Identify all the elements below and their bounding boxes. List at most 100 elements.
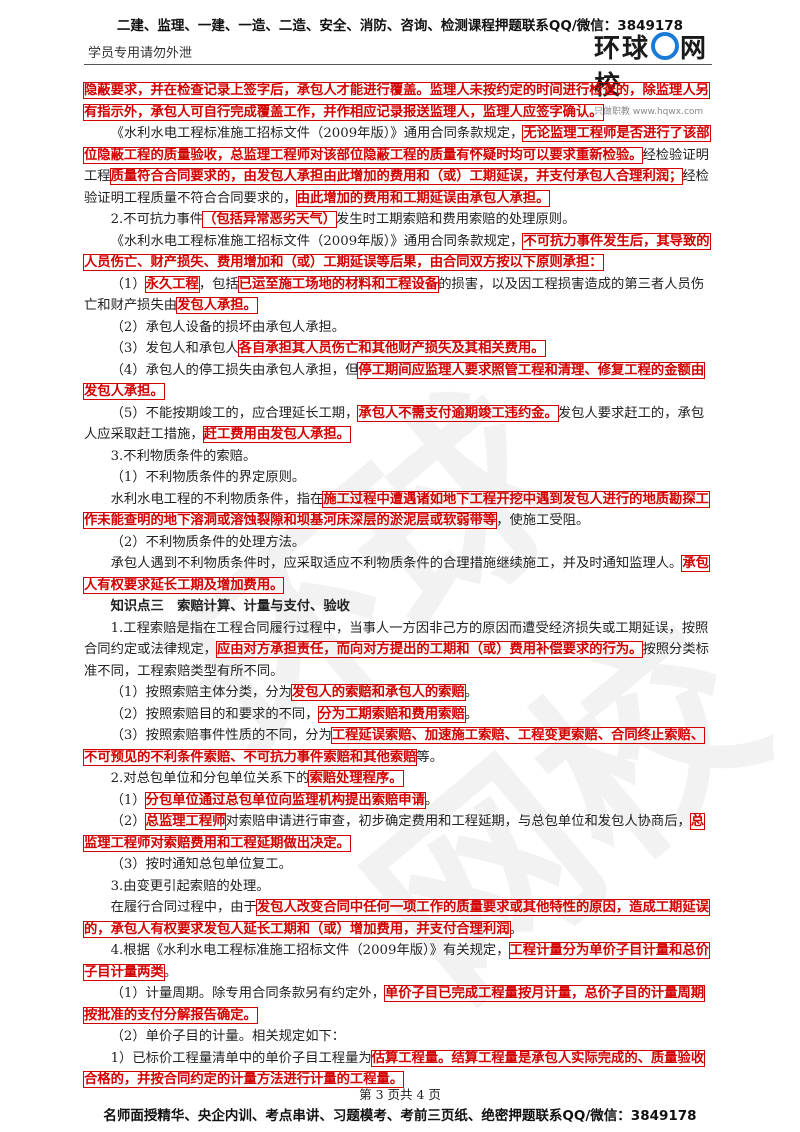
highlighted-text: 分包单位通过总包单位向监理机构提出索赔申请 bbox=[144, 791, 426, 809]
paragraph: （2）总监理工程师对索赔申请进行审查，初步确定费用和工程延期，与总包单位和发包人… bbox=[82, 811, 716, 854]
text-run: 。 bbox=[163, 964, 178, 980]
paragraph: （3）发包人和承包人各自承担其人员伤亡和其他财产损失及其相关费用。 bbox=[84, 338, 716, 360]
highlighted-text: 由此增加的费用和工期延误由承包人承担。 bbox=[295, 189, 551, 207]
highlighted-text: 工程计量分为单价子目计量和总价子目计量两类 bbox=[83, 942, 710, 981]
text-run: 发包人要求赶工的，承包人应采取赶工措施， bbox=[84, 405, 705, 443]
highlighted-text: 承包人不需支付逾期竣工违约金。 bbox=[357, 404, 559, 422]
paragraph: （5）不能按期竣工的，应合理延长工期，承包人不需支付逾期竣工违约金。发包人要求赶… bbox=[84, 403, 716, 446]
highlighted-text: 承包人有权要求延长工期及增加费用。 bbox=[83, 555, 710, 594]
highlighted-text: 已运至施工场地的材料和工程设备 bbox=[237, 275, 440, 293]
text-run: 知识点三 索赔计算、计量与支付、验收 bbox=[110, 599, 350, 614]
text-run: ，包括 bbox=[198, 276, 239, 292]
text-run: 《水利水电工程标准施工招标文件（2009年版）》通用合同条款规定， bbox=[110, 126, 524, 141]
paragraph: 3.由变更引起索赔的处理。 bbox=[84, 876, 716, 898]
text-run: 经检验证明工程 bbox=[84, 147, 709, 185]
footer-banner: 名师面授精华、央企内训、考点串讲、习题模考、考前三页纸、绝密押题联系QQ/微信：… bbox=[103, 1108, 697, 1124]
text-run: 对索赔申请进行审查，初步确定费用和工程延期，与总包单位和发包人协商后， bbox=[225, 814, 691, 829]
text-run: 《水利水电工程标准施工招标文件（2009年版）》通用合同条款规定， bbox=[110, 233, 524, 249]
paragraph: （1）不利物质条件的界定原则。 bbox=[84, 467, 716, 489]
text-run: （2） bbox=[110, 814, 146, 829]
paragraph: 承包人遇到不利物质条件时，应采取适应不利物质条件的合理措施继续施工，并及时通知监… bbox=[83, 553, 716, 596]
paragraph: 3.不利物质条件的索赔。 bbox=[84, 446, 716, 468]
text-run: （3）发包人和承包人 bbox=[110, 341, 239, 356]
logo-globe-icon bbox=[651, 32, 680, 60]
highlighted-text: 总监理工程师 bbox=[144, 813, 227, 830]
text-run: （2）单价子目的计量。相关规定如下： bbox=[110, 1029, 346, 1044]
text-run: （2）承包人设备的损坏由承包人承担。 bbox=[110, 319, 346, 335]
text-run: （4）承包人的停工损失由承包人承担，但 bbox=[110, 362, 359, 378]
paragraph: （2）单价子目的计量。相关规定如下： bbox=[84, 1026, 716, 1048]
text-run: ，使施工受阻。 bbox=[496, 513, 590, 528]
page-number: 第 3 页共 4 页 bbox=[359, 1087, 441, 1102]
highlighted-text: 分为工期索赔和费用索赔 bbox=[317, 705, 466, 723]
document-body: 隐蔽要求，并在检查记录上签字后，承包人才能进行覆盖。监理人未按约定的时间进行检查… bbox=[82, 80, 716, 1091]
text-run: （3）按照索赔事件性质的不同，分为 bbox=[110, 728, 332, 743]
text-run: 承包人遇到不利物质条件时，应采取适应不利物质条件的合理措施继续施工，并及时通知监… bbox=[110, 556, 683, 571]
highlighted-text: 停工期间应监理人要求照管工程和清理、修复工程的金额由发包人承担。 bbox=[82, 361, 706, 400]
text-run: （3）按时通知总包单位复工。 bbox=[110, 857, 292, 872]
text-run: （1） bbox=[110, 792, 146, 808]
section-heading: 知识点三 索赔计算、计量与支付、验收 bbox=[84, 596, 716, 618]
paragraph: 2.对总包单位和分包单位关系下的索赔处理程序。 bbox=[84, 768, 716, 790]
highlighted-text: 赶工费用由发包人承担。 bbox=[202, 426, 351, 443]
paragraph: （3）按时通知总包单位复工。 bbox=[84, 854, 716, 876]
paragraph: 在履行合同过程中，由于发包人改变合同中任何一项工作的质量要求或其他特性的原因，造… bbox=[83, 897, 716, 940]
paragraph: 《水利水电工程标准施工招标文件（2009年版）》通用合同条款规定，无论监理工程师… bbox=[83, 123, 716, 209]
highlighted-text: 施工过程中遭遇诸如地下工程开挖中遇到发包人进行的地质勘探工作未能查明的地下溶洞或… bbox=[83, 490, 710, 529]
paragraph: 水利水电工程的不利物质条件，指在施工过程中遭遇诸如地下工程开挖中遇到发包人进行的… bbox=[83, 489, 716, 532]
paragraph: 1）已标价工程量清单中的单价子目工程量为估算工程量。结算工程量是承包人实际完成的… bbox=[82, 1048, 716, 1091]
text-run: （1）计量周期。除专用合同条款另有约定外， bbox=[110, 986, 385, 1001]
highlighted-text: （包括异常恶劣天气） bbox=[202, 211, 338, 228]
highlighted-text: 无论监理工程师是否进行了该部位隐蔽工程的质量验收，总监理工程师对该部位隐蔽工程的… bbox=[83, 125, 711, 164]
text-run: （1） bbox=[110, 276, 146, 292]
paragraph: 4.根据《水利水电工程标准施工招标文件（2009年版）》有关规定，工程计量分为单… bbox=[83, 940, 716, 983]
logo-text-a: 环球 bbox=[594, 34, 651, 64]
highlighted-text: 隐蔽要求，并在检查记录上签字后，承包人才能进行覆盖。监理人未按约定的时间进行检查… bbox=[83, 82, 710, 121]
paragraph: （1）永久工程，包括已运至施工场地的材料和工程设备的损害，以及因工程损害造成的第… bbox=[84, 274, 716, 317]
paragraph: （1）分包单位通过总包单位向监理机构提出索赔申请。 bbox=[84, 790, 716, 812]
highlighted-text: 总监理工程师对索赔费用和工程延期做出决定。 bbox=[82, 813, 706, 852]
text-run: （1）不利物质条件的界定原则。 bbox=[110, 470, 306, 485]
paragraph: （3）按照索赔事件性质的不同，分为工程延误索赔、加速施工索赔、工程变更索赔、合同… bbox=[82, 725, 716, 768]
text-run: （2）按照索赔目的和要求的不同， bbox=[110, 706, 319, 722]
logo-text-b: 网校 bbox=[594, 34, 709, 101]
text-run: 水利水电工程的不利物质条件，指在 bbox=[110, 491, 324, 507]
highlighted-text: 工程延误索赔、加速施工索赔、工程变更索赔、合同终止索赔、不可预见的不利条件索赔、… bbox=[82, 727, 706, 766]
text-run: （5）不能按期竣工的，应合理延长工期， bbox=[110, 405, 359, 421]
text-run: 1）已标价工程量清单中的单价子目工程量为 bbox=[110, 1050, 372, 1066]
paragraph: （2）按照索赔目的和要求的不同，分为工期索赔和费用索赔。 bbox=[84, 704, 716, 726]
text-run: 3.由变更引起索赔的处理。 bbox=[110, 878, 270, 894]
highlighted-text: 永久工程 bbox=[144, 275, 200, 293]
text-run: 1.工程索赔是指在工程合同履行过程中，当事人一方因非己方的原因而遭受经济损失或工… bbox=[84, 620, 709, 658]
text-run: （2）不利物质条件的处理方法。 bbox=[110, 534, 306, 550]
highlighted-text: 索赔处理程序。 bbox=[308, 770, 404, 787]
paragraph: 2.不可抗力事件（包括异常恶劣天气）发生时工期索赔和费用索赔的处理原则。 bbox=[84, 209, 716, 231]
text-run: 在履行合同过程中，由于 bbox=[110, 900, 257, 915]
text-run: 经检验证明工程质量不符合合同要求的， bbox=[84, 169, 709, 206]
header-divider bbox=[84, 64, 712, 65]
text-run: 。 bbox=[464, 706, 479, 722]
paragraph: （1）按照索赔主体分类，分为发包人的索赔和承包人的索赔。 bbox=[84, 682, 716, 704]
text-run: 。 bbox=[424, 792, 439, 808]
paragraph: 《水利水电工程标准施工招标文件（2009年版）》通用合同条款规定，不可抗力事件发… bbox=[83, 231, 716, 274]
text-run: 发生时工期索赔和费用索赔的处理原则。 bbox=[336, 212, 576, 227]
logo-tagline: 只做职教 www.hqwx.com bbox=[594, 107, 704, 117]
text-run: 。 bbox=[464, 685, 479, 700]
text-run: 2.对总包单位和分包单位关系下的 bbox=[110, 771, 310, 786]
highlighted-text: 各自承担其人员伤亡和其他财产损失及其相关费用。 bbox=[237, 340, 546, 357]
highlighted-text: 应由对方承担责任，而向对方提出的工期和（或）费用补偿要求的行为。 bbox=[215, 641, 644, 658]
confidential-note: 学员专用请勿外泄 bbox=[88, 46, 193, 61]
text-run: （1）按照索赔主体分类，分为 bbox=[110, 685, 292, 700]
text-run: 3.不利物质条件的索赔。 bbox=[110, 448, 257, 464]
highlighted-text: 发包人承担。 bbox=[176, 297, 258, 314]
text-run: 等。 bbox=[416, 749, 444, 765]
highlighted-text: 质量符合合同要求的，由发包人承担由此增加的费用和（或）工期延误，并支付承包人合理… bbox=[109, 168, 684, 185]
text-run: 4.根据《水利水电工程标准施工招标文件（2009年版）》有关规定， bbox=[110, 943, 510, 958]
paragraph: （2）不利物质条件的处理方法。 bbox=[84, 532, 716, 554]
header-banner: 二建、监理、一建、一造、二造、安全、消防、咨询、检测课程押题联系QQ/微信：38… bbox=[116, 18, 684, 34]
text-run: 。 bbox=[509, 921, 523, 937]
text-run: 2.不可抗力事件 bbox=[110, 212, 204, 227]
text-run: 的损害，以及因工程损害造成的第三者人员伤亡和财产损失由 bbox=[84, 276, 705, 314]
highlighted-text: 单价子目已完成工程量按月计量，总价子目的计量周期按批准的支付分解报告确定。 bbox=[82, 985, 706, 1024]
paragraph: 1.工程索赔是指在工程合同履行过程中，当事人一方因非己方的原因而遭受经济损失或工… bbox=[84, 618, 716, 683]
